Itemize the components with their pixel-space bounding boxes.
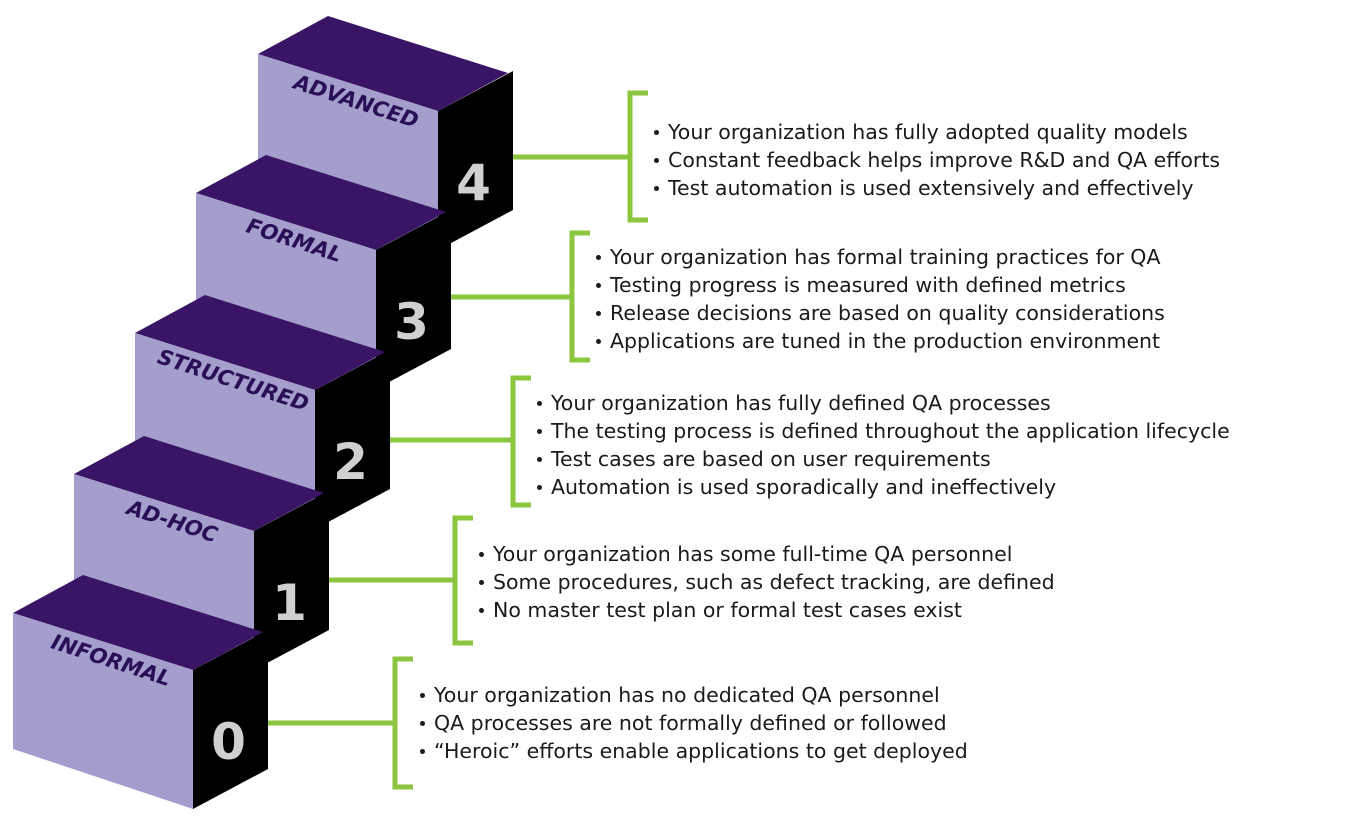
bullet-item: Test automation is used extensively and … [654,174,1220,202]
bullet-item: “Heroic” efforts enable applications to … [420,737,968,765]
bullet-item: Your organization has some full-time QA … [479,540,1055,568]
bullet-item: No master test plan or formal test cases… [479,596,1055,624]
bullet-item: Test cases are based on user requirement… [537,445,1230,473]
level-number: 1 [272,574,307,632]
block-side-face [315,350,390,529]
connector-bracket-level-2 [384,375,531,508]
bullet-item: Release decisions are based on quality c… [596,299,1165,327]
block-top-face [135,295,385,390]
bullet-item: Some procedures, such as defect tracking… [479,568,1055,596]
level-1-bullets: Your organization has some full-time QA … [479,540,1055,624]
level-number: 0 [211,713,246,771]
bullet-item: The testing process is defined throughou… [537,417,1230,445]
block-side-face [254,491,329,670]
level-number: 4 [456,154,491,212]
bullet-item: Applications are tuned in the production… [596,327,1165,355]
connector-bracket-level-3 [445,230,590,363]
block-front-face [13,613,193,809]
level-0-bullets: Your organization has no dedicated QA pe… [420,681,968,765]
connector-bracket-level-0 [262,656,413,790]
level-2-bullets: Your organization has fully defined QA p… [537,389,1230,501]
block-top-face [258,16,508,111]
bullet-item: Your organization has fully defined QA p… [537,389,1230,417]
level-number: 3 [394,293,429,351]
connector-bracket-level-1 [323,515,473,646]
block-top-face [196,155,446,250]
bullet-item: Your organization has fully adopted qual… [654,118,1220,146]
bullet-item: QA processes are not formally defined or… [420,709,968,737]
block-top-face [74,436,324,531]
bullet-item: Automation is used sporadically and inef… [537,473,1230,501]
level-number: 2 [333,433,368,491]
block-side-face [193,630,268,809]
block-side-face [376,210,451,389]
bullet-item: Testing progress is measured with define… [596,271,1165,299]
level-4-bullets: Your organization has fully adopted qual… [654,118,1220,202]
connector-bracket-level-4 [507,90,648,223]
block-side-face [438,71,513,250]
block-top-face [13,575,263,670]
bullet-item: Constant feedback helps improve R&D and … [654,146,1220,174]
bullet-item: Your organization has formal training pr… [596,243,1165,271]
bullet-item: Your organization has no dedicated QA pe… [420,681,968,709]
level-3-bullets: Your organization has formal training pr… [596,243,1165,355]
